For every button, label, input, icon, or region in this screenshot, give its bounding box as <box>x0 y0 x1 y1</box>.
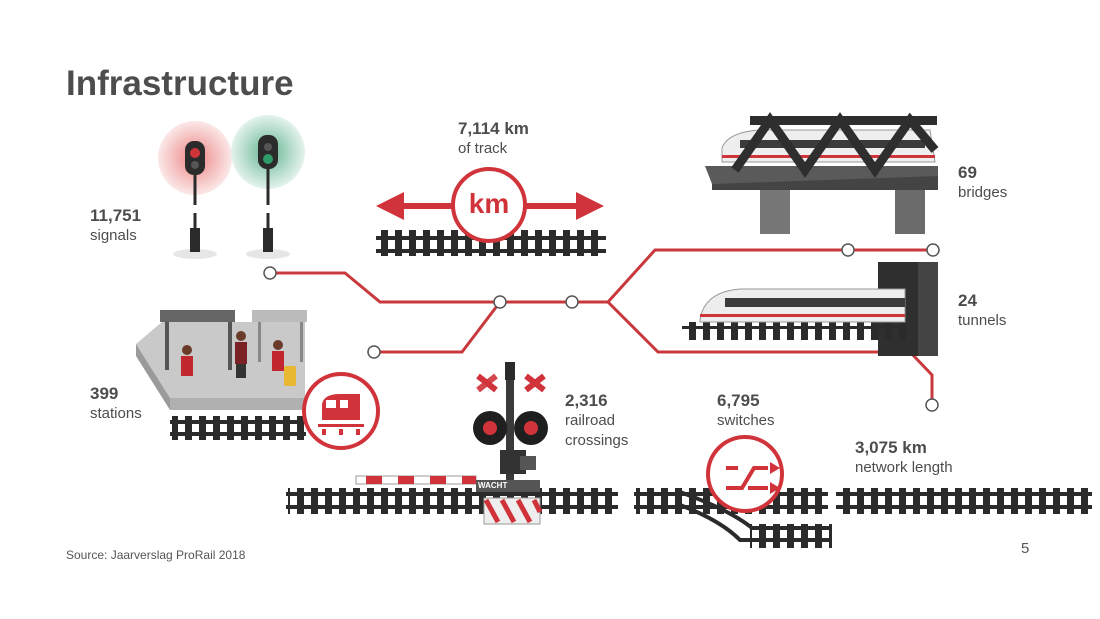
station-illustration <box>136 310 307 440</box>
stat-switches: 6,795 switches <box>717 390 775 431</box>
stat-signals-label: signals <box>90 227 137 244</box>
stat-bridges-value: 69 <box>958 163 977 182</box>
stat-crossings: 2,316 railroad crossings <box>565 390 628 451</box>
km-badge-label: km <box>468 188 510 219</box>
stat-stations-label: stations <box>90 405 142 422</box>
train-badge-icon <box>302 372 380 450</box>
stat-tunnels-value: 24 <box>958 291 977 310</box>
stat-signals-value: 11,751 <box>90 206 142 225</box>
stat-bridges-label: bridges <box>958 184 1008 201</box>
tunnel-illustration <box>682 262 938 356</box>
stat-signals: 11,751 signals <box>90 205 141 246</box>
stat-bridges: 69 bridges <box>958 162 1007 203</box>
page-title: Infrastructure <box>66 64 294 103</box>
stat-track-label: of track <box>458 140 508 157</box>
source-note: Source: Jaarverslag ProRail 2018 <box>66 548 246 562</box>
stat-network-length-label: network length <box>855 459 953 476</box>
switch-badge-icon <box>706 435 784 513</box>
km-badge-icon <box>451 167 527 243</box>
railroad-crossing-illustration <box>286 362 618 525</box>
stat-stations: 399 stations <box>90 383 142 424</box>
network-nodes <box>263 243 940 412</box>
network-length-track-illustration <box>836 488 1092 514</box>
stat-stations-value: 399 <box>90 384 119 403</box>
stat-track-value: 7,114 km <box>458 119 529 138</box>
stat-switches-value: 6,795 <box>717 391 760 410</box>
page-number: 5 <box>1021 540 1030 557</box>
stat-switches-label: switches <box>717 412 775 429</box>
stat-network-length-value: 3,075 km <box>855 438 927 457</box>
stat-tunnels: 24 tunnels <box>958 290 1006 331</box>
stat-crossings-label-line1: railroad <box>565 412 616 429</box>
bridge-illustration <box>705 112 939 234</box>
stat-network-length: 3,075 km network length <box>855 437 953 478</box>
stat-track: 7,114 km of track <box>458 118 529 159</box>
stat-crossings-label-line2: crossings <box>565 432 629 449</box>
signal-red-icon <box>158 121 232 259</box>
crossing-sign-text: WACHT <box>478 481 508 490</box>
signal-green-icon <box>231 115 305 259</box>
stat-crossings-value: 2,316 <box>565 391 608 410</box>
stat-tunnels-label: tunnels <box>958 312 1007 329</box>
